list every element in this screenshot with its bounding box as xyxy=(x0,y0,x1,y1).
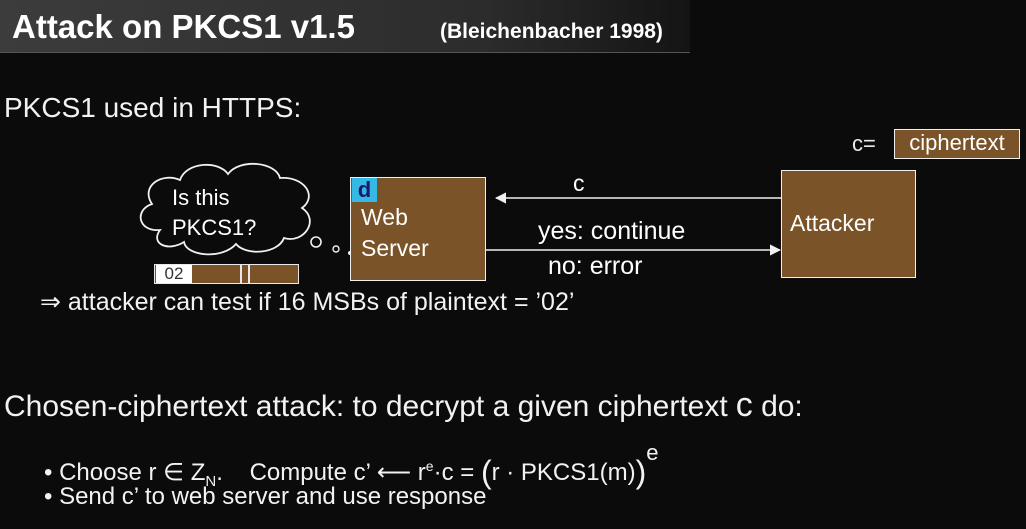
exp-e: e xyxy=(646,440,659,465)
cca-text: Chosen-ciphertext attack: to decrypt a g… xyxy=(4,390,728,423)
title-citation: (Bleichenbacher 1998) xyxy=(440,20,663,43)
choose-end: . xyxy=(216,459,223,486)
thought-line-2: PKCS1? xyxy=(172,215,257,240)
ciphertext-prefix: c= xyxy=(852,131,876,156)
bullet-dot-1: • xyxy=(44,459,60,486)
ciphertext-box: ciphertext xyxy=(894,129,1020,159)
compute-text: Compute c’ ⟵ r xyxy=(249,459,426,486)
web-server-line-2: Server xyxy=(361,235,429,261)
thought-cloud xyxy=(139,162,311,256)
web-server-line-1: Web xyxy=(361,204,408,230)
message-separator-2 xyxy=(248,265,250,283)
web-server-label: Web Server xyxy=(361,202,429,264)
bullet-dot-2: • xyxy=(44,483,60,510)
yes-continue-label: yes: continue xyxy=(538,217,686,245)
choose-text: Choose r ∈ Z xyxy=(59,459,206,486)
paren-open: ( xyxy=(480,454,492,490)
arrow-c-label: c xyxy=(573,170,585,196)
pkcs1-expr: r · PKCS1(m) xyxy=(491,459,636,486)
thought-line-1: Is this xyxy=(172,185,230,210)
title-bar xyxy=(0,0,690,53)
attacker-box xyxy=(781,170,916,278)
compute-sup: e xyxy=(425,458,434,474)
slide-title: Attack on PKCS1 v1.5 xyxy=(12,8,355,45)
heading-pkcs1-https: PKCS1 used in HTTPS: xyxy=(4,92,302,123)
chosen-ciphertext-line: Chosen-ciphertext attack: to decrypt a g… xyxy=(4,386,803,425)
message-separator-1 xyxy=(240,265,242,283)
private-key-badge: d xyxy=(352,178,377,202)
cca-suffix: do: xyxy=(761,390,803,423)
message-prefix-02: 02 xyxy=(156,265,192,283)
paren-close: ) xyxy=(635,454,647,490)
thought-bubble-small xyxy=(332,245,340,253)
attacker-label: Attacker xyxy=(790,210,875,236)
implication-line: ⇒ attacker can test if 16 MSBs of plaint… xyxy=(40,288,575,316)
compute-end: ·c = xyxy=(433,459,481,486)
bullet-choose-compute: • Choose r ∈ ZN. Compute c’ ⟵ re·c = (r … xyxy=(44,440,659,491)
no-error-label: no: error xyxy=(548,252,643,280)
cca-c: c xyxy=(735,386,753,424)
thought-text: Is this PKCS1? xyxy=(172,183,256,243)
choose-sub: N xyxy=(205,473,217,490)
bullet-send: • Send c’ to web server and use response xyxy=(44,483,486,511)
thought-bubble-large xyxy=(310,236,322,248)
send-text: Send c’ to web server and use response xyxy=(59,483,487,510)
